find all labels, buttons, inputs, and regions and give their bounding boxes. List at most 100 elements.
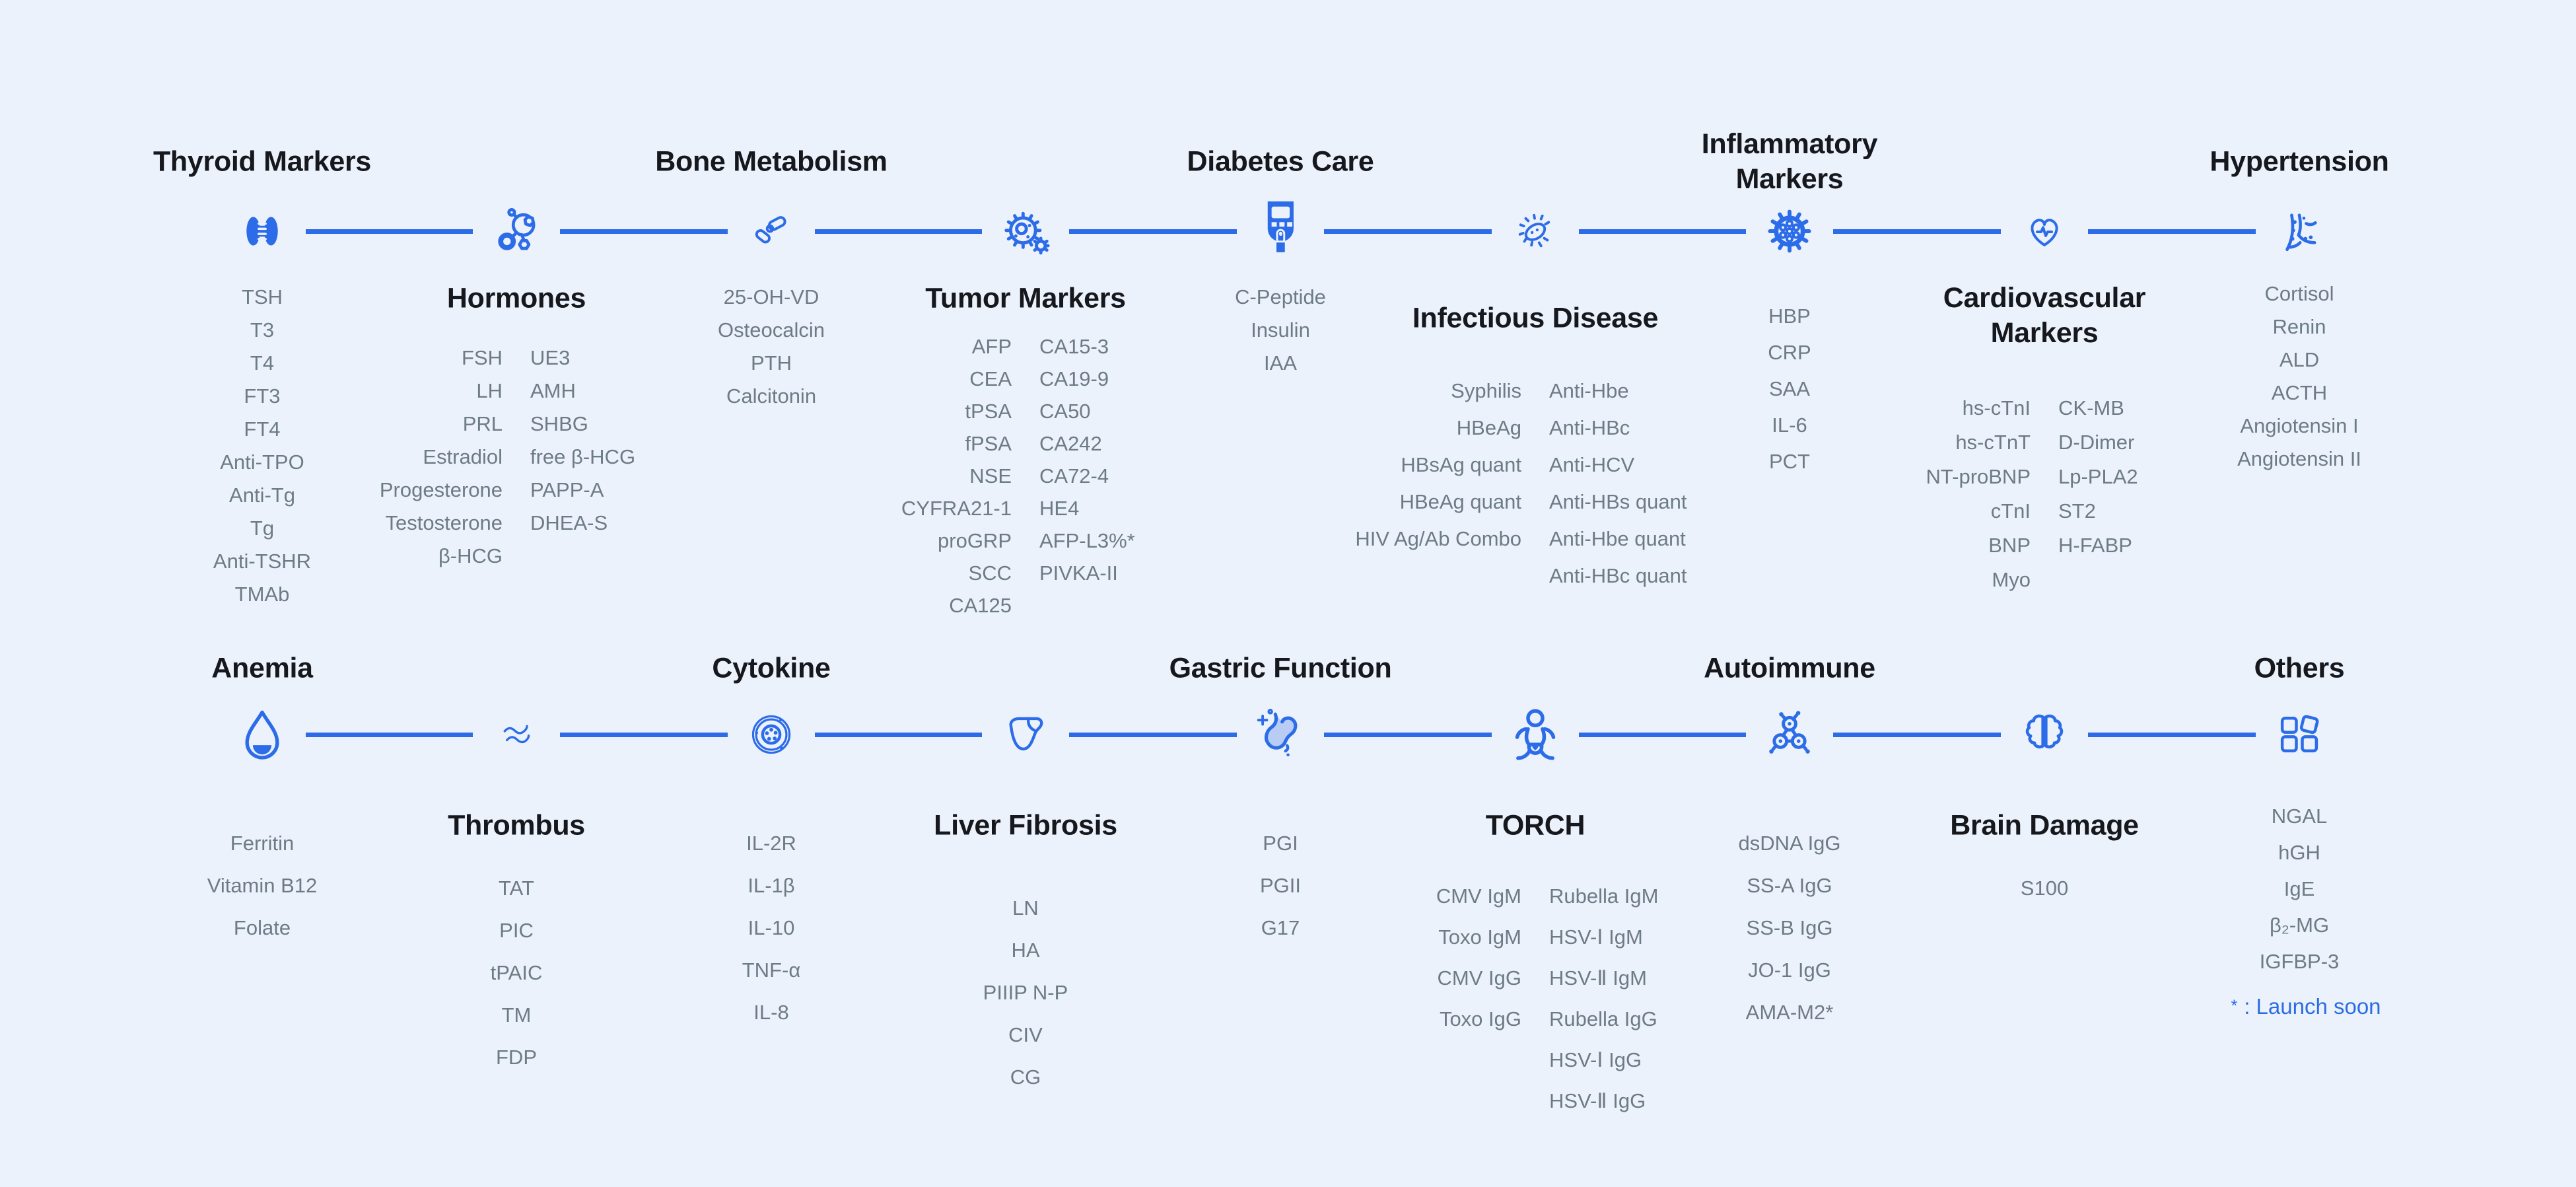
brain-damage-list-column: S100 <box>2021 867 2068 910</box>
marker-item: UE3 <box>530 346 571 369</box>
marker-item: hs-cTnT <box>1955 431 2031 454</box>
liver-icon <box>982 707 1069 762</box>
marker-item: CA72-4 <box>1039 464 1109 487</box>
marker-item: PGI <box>1263 832 1298 855</box>
marker-item: IL-8 <box>753 1001 789 1024</box>
marker-item: LH <box>476 379 503 402</box>
marker-item: TSH <box>241 285 283 308</box>
marker-item: IAA <box>1264 351 1297 375</box>
marker-item: hs-cTnI <box>1962 396 2031 419</box>
marker-item: Anti-Tg <box>229 484 295 507</box>
cardiovascular-markers-title-line: Markers <box>1990 317 2099 349</box>
marker-item: HE4 <box>1039 496 1080 520</box>
marker-item: Anti-HBc quant <box>1549 564 1687 587</box>
marker-item: FT3 <box>244 384 281 408</box>
marker-item: β₂-MG <box>2269 913 2330 937</box>
launch-soon-note: *: Launch soon <box>2231 994 2381 1019</box>
marker-item: CA125 <box>949 593 1012 617</box>
baby-icon <box>1492 701 1579 768</box>
marker-item: PCT <box>1768 449 1810 473</box>
marker-item: Progesterone <box>379 478 503 501</box>
brain-icon <box>2001 705 2088 764</box>
marker-item: Renin <box>2272 315 2326 338</box>
marker-item: CA15-3 <box>1039 334 1109 358</box>
marker-item: LN <box>1012 896 1039 919</box>
marker-item: S100 <box>2020 877 2069 900</box>
marker-item: C-Peptide <box>1235 285 1326 308</box>
marker-item: SS-A IgG <box>1747 874 1832 897</box>
marker-item: Toxo IgM <box>1438 925 1521 949</box>
marker-item: PIIIP N-P <box>983 981 1068 1004</box>
marker-item: IL-1β <box>748 874 795 897</box>
stomach-icon <box>1237 703 1324 766</box>
marker-item: TM <box>501 1003 532 1026</box>
marker-item: PRL <box>462 412 503 435</box>
marker-item: BNP <box>1988 534 2031 557</box>
marker-item: Anti-Hbe quant <box>1549 527 1686 550</box>
marker-item: Anti-HCV <box>1549 453 1635 476</box>
marker-item: Ferritin <box>230 832 295 855</box>
marker-item: HSV-Ⅱ IgM <box>1549 966 1647 989</box>
marker-item: CA19-9 <box>1039 367 1109 390</box>
marker-item: CRP <box>1768 340 1811 364</box>
marker-item: hGH <box>2278 840 2320 864</box>
marker-item: 25-OH-VD <box>723 285 819 308</box>
marker-item: Angiotensin I <box>2240 414 2359 437</box>
thyroid-icon <box>219 205 306 258</box>
marker-item: CYFRA21-1 <box>901 496 1012 520</box>
marker-item: Anti-TSHR <box>213 550 312 573</box>
liver-fibrosis-title: Liver Fibrosis <box>934 809 1117 842</box>
marker-item: Estradiol <box>423 445 503 468</box>
bacterium-icon <box>1492 206 1579 256</box>
marker-item: SS-B IgG <box>1746 916 1833 939</box>
launch-soon-label: : Launch soon <box>2244 994 2381 1019</box>
marker-item: SCC <box>968 561 1012 585</box>
inflammatory-markers-title-line: Markers <box>1735 163 1844 195</box>
marker-item: HBsAg quant <box>1401 453 1521 476</box>
marker-item: PIVKA-II <box>1039 561 1118 585</box>
thrombus-title: Thrombus <box>448 809 585 842</box>
marker-item: CA242 <box>1039 431 1102 455</box>
marker-item: CG <box>1010 1065 1041 1089</box>
marker-item: dsDNA IgG <box>1738 832 1841 855</box>
cardiovascular-markers-title-line: Cardiovascular <box>1943 282 2146 314</box>
torch-title: TORCH <box>1485 809 1585 842</box>
marker-item: PAPP-A <box>530 478 604 501</box>
marker-item: Rubella IgM <box>1549 884 1659 908</box>
marker-item: Tg <box>250 517 275 540</box>
marker-item: Folate <box>233 916 291 939</box>
marker-item: IL-10 <box>748 916 795 939</box>
marker-item: T4 <box>250 351 275 375</box>
marker-item: PGII <box>1259 874 1302 897</box>
marker-item: proGRP <box>938 528 1012 552</box>
marker-item: PTH <box>751 351 792 375</box>
marker-item: CK-MB <box>2058 396 2124 419</box>
brain-damage-list: S100 <box>2021 867 2068 910</box>
marker-item: HSV-Ⅰ IgG <box>1549 1048 1642 1071</box>
marker-item: Lp-PLA2 <box>2058 465 2138 488</box>
marker-item: HA <box>1011 939 1040 962</box>
anemia-title: Anemia <box>211 652 313 684</box>
marker-item: Anti-HBs quant <box>1549 490 1687 513</box>
